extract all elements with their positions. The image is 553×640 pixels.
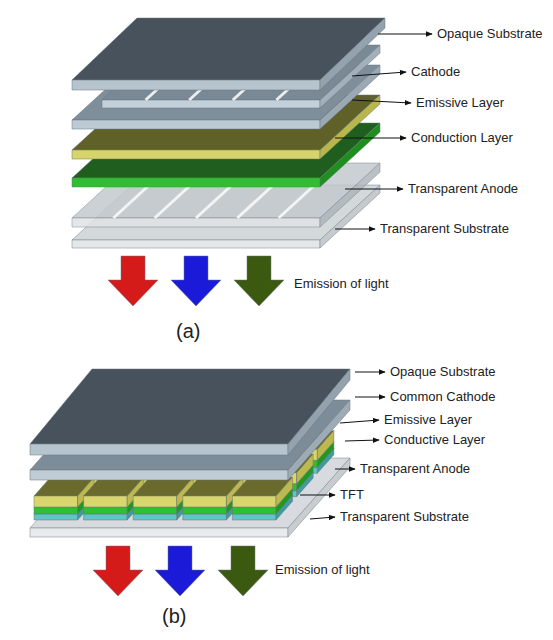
opaque-substrate-front	[72, 80, 320, 90]
leader-arrow	[340, 420, 379, 423]
conductive-block-front	[133, 507, 177, 514]
leader-arrow	[352, 72, 406, 76]
leader-arrow	[345, 440, 379, 441]
conductive-block-front	[84, 507, 128, 514]
tft-block-front	[84, 514, 128, 520]
caption-label: Emission of light	[294, 277, 389, 291]
light-arrow	[171, 256, 221, 306]
opaque-substrate	[72, 18, 385, 90]
conductive-block-front	[232, 507, 276, 514]
part-label: Opaque Substrate	[437, 27, 543, 41]
layer-stack	[30, 18, 385, 596]
light-arrow	[155, 546, 205, 596]
part-label: Opaque Substrate	[390, 365, 496, 379]
part-label: Transparent Substrate	[340, 510, 469, 524]
emissive-block-front	[232, 496, 276, 507]
caption-label: Emission of light	[275, 563, 370, 577]
part-label: Emissive Layer	[384, 413, 472, 427]
conduction-layer-front	[72, 150, 320, 159]
part-label: Emissive Layer	[416, 96, 504, 110]
opaque-substrate-b	[30, 369, 350, 455]
leader-arrow	[300, 495, 335, 496]
emissive-block-side	[276, 477, 293, 507]
light-arrow	[108, 256, 158, 306]
leader-arrow	[335, 469, 355, 470]
tft-block-front	[34, 514, 78, 520]
light-arrow	[234, 256, 284, 306]
leader-arrow	[378, 34, 432, 35]
conductive-block-front	[34, 507, 78, 514]
emissive-block-front	[84, 496, 128, 507]
part-label: TFT	[340, 488, 364, 502]
conductive-block-front	[183, 507, 227, 514]
part-label: Transparent Anode	[360, 462, 470, 476]
leader-arrow	[310, 517, 335, 519]
opaque-substrate-b-front	[30, 444, 288, 455]
conduction-green-front	[72, 178, 320, 187]
part-label: Transparent Substrate	[380, 222, 509, 236]
leader-arrow	[355, 397, 385, 398]
light-arrow	[93, 546, 143, 596]
transparent-substrate-front	[72, 240, 320, 248]
emissive-layer-front	[72, 120, 320, 129]
opaque-substrate-side	[320, 18, 385, 90]
cathode-strips-front	[102, 100, 320, 108]
emissive-block-front	[183, 496, 227, 507]
common-cathode-front	[30, 470, 288, 480]
emissive-block-front	[133, 496, 177, 507]
leader-arrow	[355, 372, 385, 373]
part-label: Conduction Layer	[411, 131, 513, 145]
transparent-substrate-b-front	[30, 528, 288, 537]
part-label: Common Cathode	[390, 390, 496, 404]
emissive-block	[232, 477, 292, 507]
part-label: Transparent Anode	[408, 182, 518, 196]
tft-block-front	[133, 514, 177, 520]
light-arrow	[218, 546, 268, 596]
part-label: Cathode	[411, 65, 460, 79]
emissive-block-front	[34, 496, 78, 507]
figure-label: (a)	[176, 320, 200, 342]
tft-block-front	[232, 514, 276, 520]
opaque-substrate-b-side	[288, 369, 350, 455]
leader-arrow	[345, 189, 403, 190]
figure-label: (b)	[162, 605, 186, 627]
transparent-anode-front	[72, 218, 320, 227]
leader-arrow	[352, 100, 411, 103]
part-label: Conductive Layer	[384, 433, 485, 447]
leader-arrow	[335, 229, 375, 230]
leader-arrow	[335, 138, 406, 139]
tft-block-front	[183, 514, 227, 520]
